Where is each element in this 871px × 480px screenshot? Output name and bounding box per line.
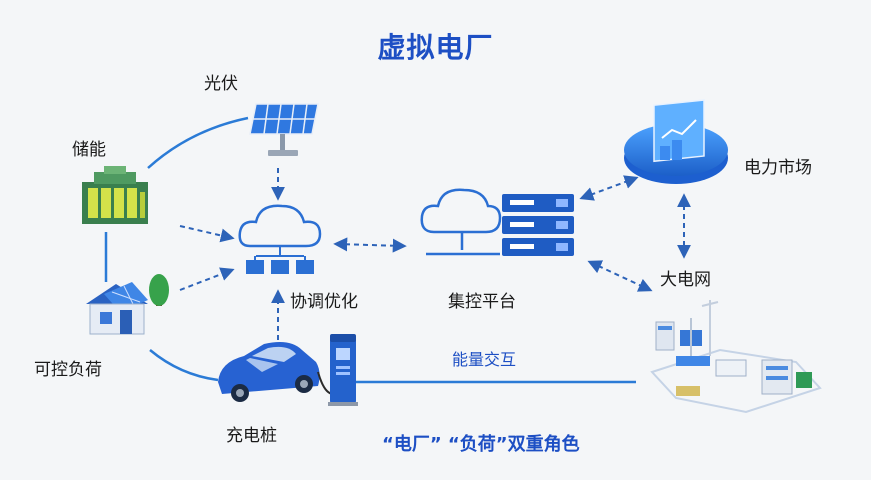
node-label-coord: 协调优化	[290, 292, 358, 312]
house-icon	[86, 274, 169, 335]
market-monitor-icon	[624, 99, 728, 184]
node-label-pv: 光伏	[204, 74, 238, 94]
server-cloud-icon	[420, 188, 574, 256]
arrow-platform-market	[579, 175, 639, 201]
energy-exchange-label: 能量交互	[452, 350, 517, 369]
footer-caption: “电厂” “负荷”双重角色	[382, 434, 580, 455]
arrow-load-to-coord	[179, 267, 235, 291]
node-label-platform: 集控平台	[448, 292, 516, 312]
arrow-storage-to-coord	[179, 225, 235, 243]
resource-ring-line	[149, 349, 219, 382]
power-grid-icon	[650, 300, 822, 414]
ev-car-icon	[218, 342, 320, 402]
resource-ring-line	[147, 116, 249, 169]
page-title: 虚拟电厂	[377, 31, 494, 64]
arrow-coord-platform	[333, 237, 407, 253]
charging-post-icon	[328, 334, 358, 406]
node-label-market: 电力市场	[744, 158, 812, 178]
arrow-platform-grid	[587, 260, 653, 292]
node-label-charger: 充电桩	[226, 426, 277, 446]
node-label-grid: 大电网	[660, 270, 711, 290]
node-label-storage: 储能	[72, 140, 106, 160]
node-label-load: 可控负荷	[34, 360, 102, 380]
cloud-network-icon	[238, 204, 322, 274]
solar-panel-icon	[249, 103, 319, 156]
battery-building-icon	[82, 166, 148, 224]
